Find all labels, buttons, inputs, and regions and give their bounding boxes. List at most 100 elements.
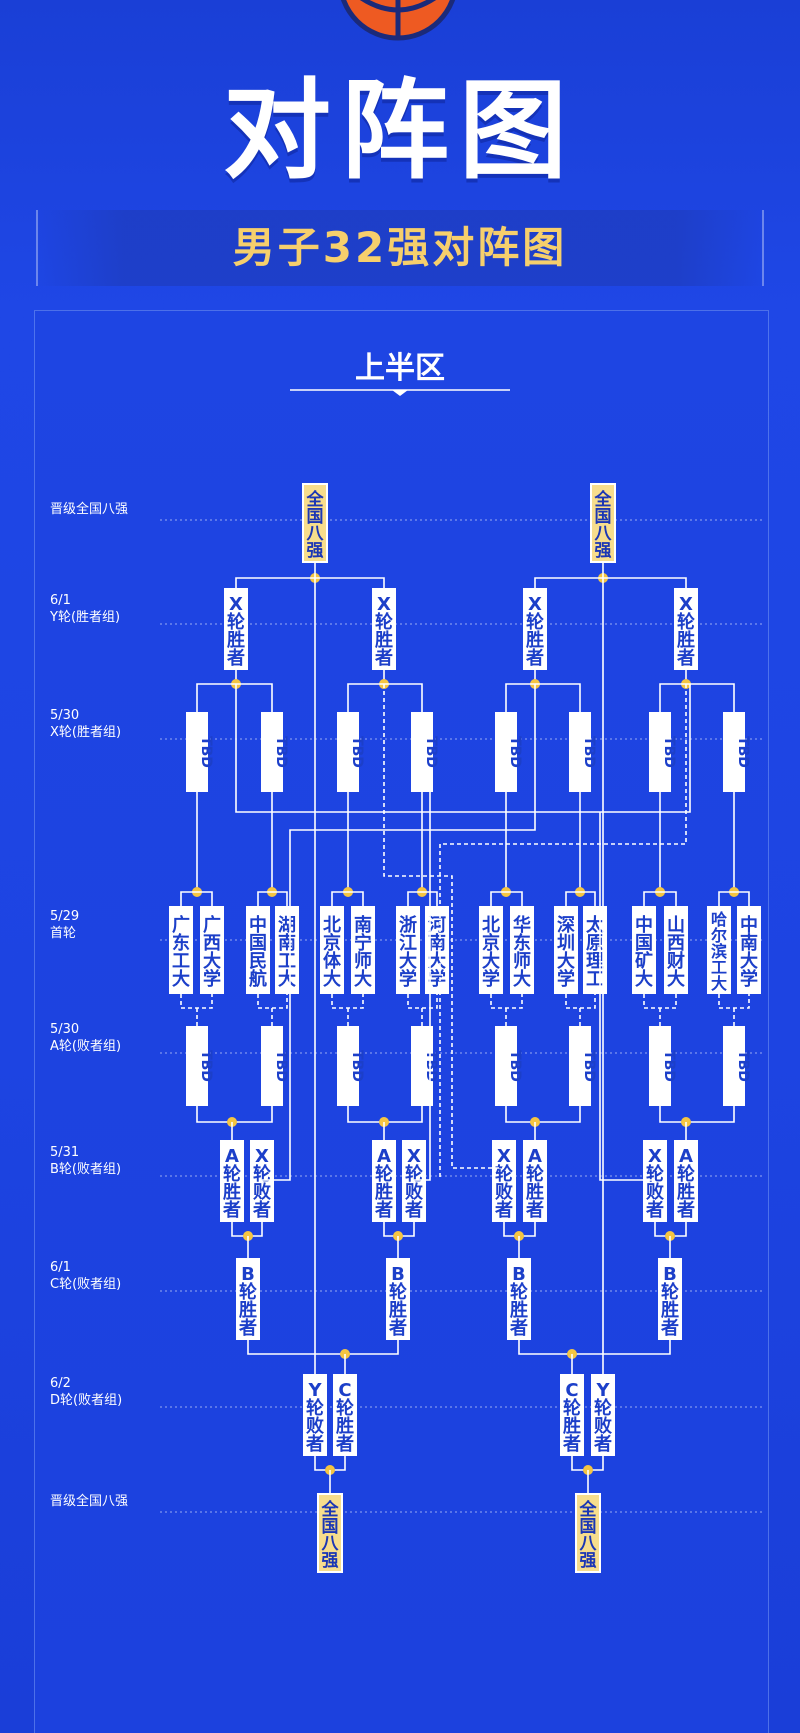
tbd-label: TBD — [581, 1050, 597, 1082]
connector-line — [414, 790, 431, 1181]
team-11-label: 太原理工 — [586, 914, 605, 990]
connector-line — [196, 683, 273, 712]
c-round-1-box — [386, 1258, 410, 1340]
y-round-2-box — [523, 588, 547, 670]
connector-line — [439, 684, 687, 1180]
round-date-x: 5/30 — [50, 708, 79, 723]
team-14-label: 哈尔滨工大 — [711, 910, 727, 993]
connector-line — [599, 812, 655, 1181]
round-date-b: 5/31 — [50, 1145, 79, 1160]
connector-line — [490, 994, 523, 1009]
team-2-label: 中国民航 — [249, 914, 267, 990]
b-round-0-right-box — [250, 1140, 274, 1222]
tbd-label: TBD — [349, 1050, 365, 1082]
tbd-box — [723, 1026, 745, 1106]
round-date-y: 6/1 — [50, 593, 71, 608]
d-round-right-cwinner-box — [560, 1374, 584, 1456]
final8-bottom-right-label: 全国八强 — [579, 1499, 598, 1571]
tbd-label: TBD — [661, 736, 677, 768]
team-10-box — [554, 906, 578, 994]
b-round-1-left-box — [372, 1140, 396, 1222]
team-9-label: 华东师大 — [513, 914, 531, 990]
connector-line — [505, 1106, 581, 1123]
final8-bottom-left-label: 全国八强 — [321, 1499, 340, 1571]
tbd-label: TBD — [581, 736, 597, 768]
connector-line — [331, 891, 364, 906]
team-1-box — [200, 906, 224, 994]
round-name-final8-bottom: 晋级全国八强 — [50, 1493, 128, 1509]
c-round-0-box — [236, 1258, 260, 1340]
tbd-box — [261, 712, 283, 792]
round-date-first: 5/29 — [50, 909, 79, 924]
tbd-box — [337, 1026, 359, 1106]
team-7-label: 河南大学 — [428, 915, 446, 990]
team-15-label: 中南大学 — [740, 914, 758, 990]
tbd-box — [411, 712, 433, 792]
team-14-box — [707, 906, 731, 994]
tbd-label: TBD — [423, 1050, 439, 1082]
section-title: 上半区 — [355, 351, 445, 386]
hero-header: 对阵图 男子32强对阵图 — [0, 0, 800, 310]
team-9-box — [510, 906, 534, 994]
round-date-d: 6/2 — [50, 1376, 71, 1391]
round-name-d: D轮(败者组) — [50, 1393, 122, 1408]
subtitle-banner: 男子32强对阵图 — [36, 210, 764, 286]
team-13-box — [664, 906, 688, 994]
tbd-box — [261, 1026, 283, 1106]
c-round-2-box — [507, 1258, 531, 1340]
connector-line — [407, 891, 438, 906]
connector-line — [262, 684, 536, 1181]
b-round-2-left-box — [492, 1140, 516, 1222]
tbd-box — [569, 1026, 591, 1106]
round-date-c: 6/1 — [50, 1260, 71, 1275]
tbd-box — [495, 712, 517, 792]
y-round-0-box — [224, 588, 248, 670]
round-name-y: Y轮(胜者组) — [49, 610, 120, 625]
team-6-label: 浙江大学 — [399, 914, 417, 990]
connector-line — [565, 891, 596, 906]
team-2-box — [246, 906, 270, 994]
c-round-3-box — [658, 1258, 682, 1340]
tbd-box — [411, 1026, 433, 1106]
connector-line — [505, 683, 581, 712]
tbd-label: TBD — [198, 1050, 214, 1082]
team-13-label: 山西财大 — [667, 915, 685, 990]
b-round-3-left-box — [643, 1140, 667, 1222]
connector-line — [347, 683, 423, 712]
tbd-box — [723, 712, 745, 792]
team-10-label: 深圳大学 — [557, 914, 575, 990]
tbd-box — [186, 1026, 208, 1106]
connector-line — [257, 994, 288, 1009]
d-round-left-cwinner-box — [333, 1374, 357, 1456]
b-round-0-left-box — [220, 1140, 244, 1222]
connector-line — [383, 684, 504, 1169]
team-12-box — [632, 906, 656, 994]
tbd-label: TBD — [661, 1050, 677, 1082]
team-3-label: 湖南工大 — [278, 915, 296, 990]
team-12-label: 中国矿大 — [635, 914, 653, 990]
y-round-3-box — [674, 588, 698, 670]
tbd-box — [569, 712, 591, 792]
bracket-panel — [34, 310, 769, 1733]
tbd-box — [649, 712, 671, 792]
team-5-label: 南宁师大 — [354, 914, 372, 990]
team-1-label: 广西大学 — [203, 914, 221, 990]
team-0-box — [169, 906, 193, 994]
team-15-box — [737, 906, 761, 994]
tbd-label: TBD — [423, 736, 439, 768]
tbd-label: TBD — [273, 736, 289, 768]
